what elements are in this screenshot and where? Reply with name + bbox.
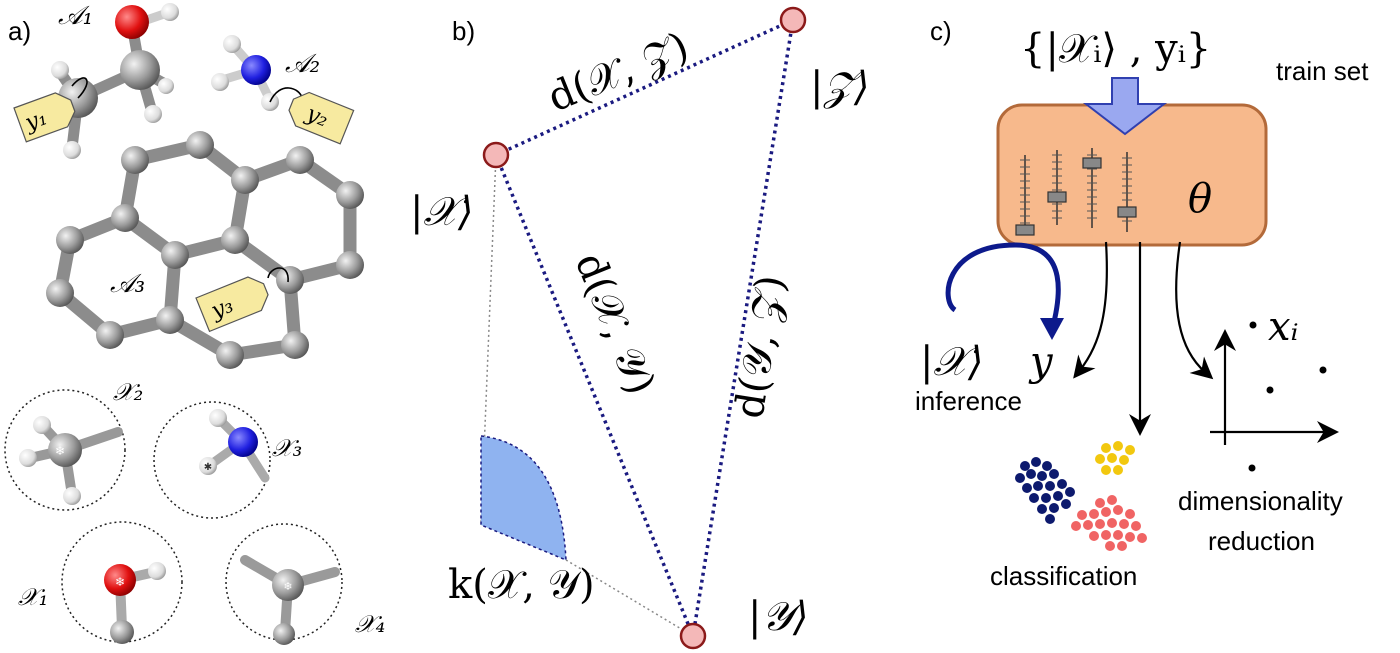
inference-arrowhead-icon (1040, 318, 1064, 340)
panel-c: c) {|𝒳ᵢ⟩ , yᵢ} train set (915, 16, 1369, 591)
distance-xz: d(𝒳, 𝒵) (542, 24, 696, 122)
point-y (679, 622, 707, 650)
edge-xz (495, 18, 794, 157)
env-x4: ❄ 𝒳₄ (225, 523, 385, 645)
molecule-a1: 𝒜₁ (37, 1, 179, 159)
inference-label: inference (915, 386, 1022, 416)
label-a2: 𝒜₂ (285, 49, 320, 79)
panel-c-label: c) (930, 16, 952, 46)
env-x2-label: 𝒳₂ (113, 378, 143, 406)
panel-a: a) 𝒜₁ (4, 1, 385, 645)
molecule-a2: 𝒜₂ (211, 35, 320, 111)
inference-ket: |𝒳⟩ (920, 339, 983, 385)
angle-ray-vertical (480, 154, 497, 526)
env-x1: ❄ 𝒳₁ (18, 521, 183, 644)
theta-label: θ (1188, 176, 1212, 222)
classification-label: classification (990, 561, 1137, 591)
svg-text:❄: ❄ (115, 575, 125, 589)
ket-x: |𝒳⟩ (410, 189, 473, 235)
tag-y3: y₃ (195, 267, 289, 333)
svg-text:❄: ❄ (283, 581, 292, 593)
inference-y: y (1028, 339, 1054, 385)
inference-curve (945, 242, 1061, 331)
train-set-label: train set (1276, 56, 1369, 86)
slider-knob-4[interactable] (1117, 206, 1137, 218)
xi-label: xᵢ (1268, 304, 1299, 350)
point-z (779, 6, 807, 34)
svg-text:❄: ❄ (55, 444, 65, 458)
point-x (482, 141, 510, 169)
tag-y2: y₂ (269, 87, 355, 145)
slider-knob-1[interactable] (1015, 224, 1035, 236)
edge-xy (494, 154, 695, 637)
env-x4-label: 𝒳₄ (355, 610, 385, 638)
parameter-sliders (1015, 148, 1137, 236)
train-set-formula: {|𝒳ᵢ⟩ , yᵢ} (1020, 26, 1211, 72)
env-x2: ❄ 𝒳₂ (4, 378, 143, 511)
distance-yz: d(𝒴, 𝒵) (726, 272, 794, 421)
arrow-to-inference (1073, 241, 1108, 379)
tag-y1: y₁ (13, 77, 88, 143)
classification-clusters (1015, 441, 1147, 551)
env-x1-label: 𝒳₁ (18, 583, 48, 611)
molecule-a3: 𝒜₃ (46, 131, 364, 369)
label-a3: 𝒜₃ (110, 269, 145, 299)
kernel-label: k(𝒳, 𝒴) (448, 562, 595, 608)
env-x3: ✱ 𝒳₃ (153, 401, 302, 519)
env-x3-label: 𝒳₃ (272, 434, 302, 462)
ket-y: |𝒴⟩ (748, 594, 808, 640)
arrow-to-dim-reduction (1175, 241, 1214, 380)
train-arrow-icon (1083, 77, 1167, 136)
ket-z: |𝒵⟩ (810, 64, 870, 110)
dim-reduction-label-line1: dimensionality (1178, 486, 1343, 516)
dim-reduction-label-line2: reduction (1208, 526, 1315, 556)
panel-b: b) |𝒳⟩ |𝒵⟩ |𝒴⟩ d(𝒳, 𝒵) d(𝒳, 𝒴) d(𝒴, 𝒵) k… (410, 6, 870, 650)
kernel-wedge (480, 435, 567, 562)
edge-yz (691, 19, 795, 637)
panel-b-label: b) (452, 16, 475, 46)
slider-knob-3[interactable] (1082, 157, 1102, 169)
svg-text:✱: ✱ (204, 462, 212, 473)
slider-knob-2[interactable] (1047, 191, 1067, 203)
distance-xy: d(𝒳, 𝒴) (566, 247, 664, 401)
label-a1: 𝒜₁ (58, 1, 93, 31)
panel-a-label: a) (8, 16, 31, 46)
dim-reduction-axes (1210, 321, 1339, 472)
